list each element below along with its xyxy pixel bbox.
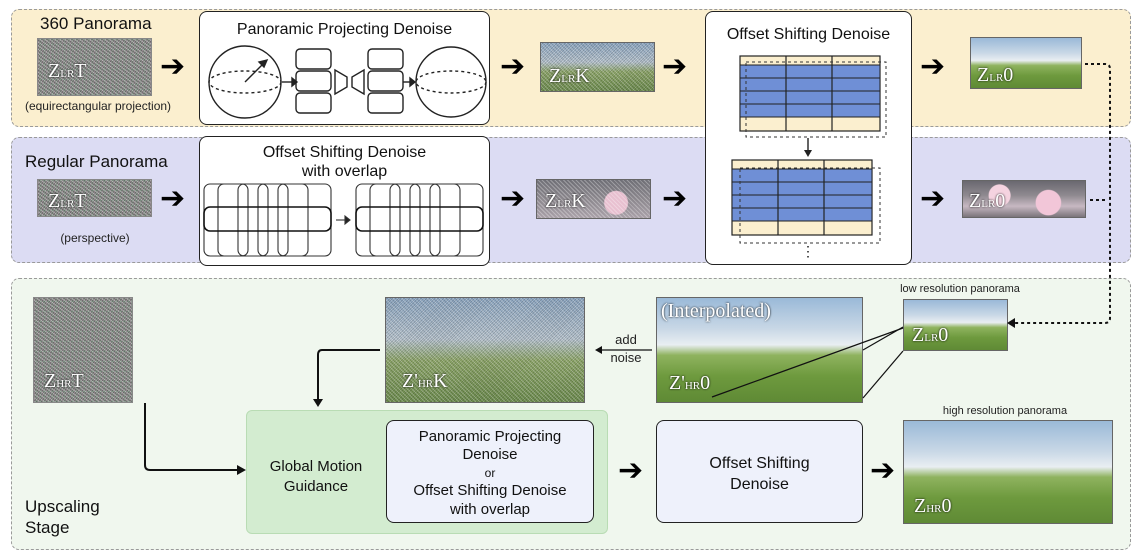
ppd-line-4: with overlap <box>449 501 531 518</box>
gmg-label-1: Global Motion <box>269 458 363 475</box>
osd-hr-line-1: Offset Shifting <box>709 455 810 472</box>
caption-equirect: (equirectangular projection) <box>24 99 172 113</box>
latent-label: ZLR0 <box>977 64 1014 86</box>
upscaling-line-1: Upscaling <box>25 497 100 516</box>
right-arrow-icon: ➔ <box>920 182 946 215</box>
offset-shifting-denoise-box: Offset Shifting Denoise ⋮ <box>705 11 912 265</box>
right-arrow-icon: ➔ <box>920 50 946 83</box>
noise-input-regular: ZLRT <box>37 179 152 217</box>
projecting-denoise-box: Panoramic Projecting Denoise <box>199 11 490 125</box>
high-res-panorama: ZHR0 <box>903 420 1113 524</box>
ppd-line-3: Offset Shifting Denoise <box>413 482 567 499</box>
output-regular: ZLR0 <box>962 180 1086 218</box>
right-arrow-icon: ➔ <box>160 182 186 215</box>
offset-overlap-box: Offset Shifting Denoise with overlap <box>199 136 490 266</box>
right-arrow-icon: ➔ <box>500 50 526 83</box>
offset-shifting-title: Offset Shifting Denoise <box>726 26 891 43</box>
interpolated-label: (Interpolated) <box>661 300 771 322</box>
gmg-label-2: Guidance <box>283 478 349 495</box>
unet-icon <box>208 45 487 119</box>
latent-label: ZLR0 <box>969 190 1006 212</box>
offset-overlap-title-2: with overlap <box>301 163 388 180</box>
latent-label: ZHR0 <box>914 495 952 517</box>
right-arrow-icon: ➔ <box>160 50 186 83</box>
latent-label: ZLRT <box>48 190 87 212</box>
noisy-latent-regular: ZLRK <box>536 179 651 219</box>
osd-hr-line-2: Denoise <box>730 476 789 493</box>
ppd-or-osd-box: Panoramic Projecting Denoise or Offset S… <box>386 420 594 523</box>
row-label-regular: Regular Panorama <box>25 152 168 171</box>
latent-label: ZHRT <box>44 370 84 392</box>
grid-shift-icon <box>731 55 887 244</box>
right-arrow-icon: ➔ <box>500 182 526 215</box>
upscaling-stage-label: Upscaling Stage <box>25 496 100 538</box>
latent-label: Z'HRK <box>402 370 448 392</box>
add-noise-label-1: add <box>615 332 637 347</box>
high-res-caption: high resolution panorama <box>942 405 1068 417</box>
overlap-window-icon <box>203 183 484 257</box>
ppd-line-2: Denoise <box>462 446 518 463</box>
right-arrow-icon: ➔ <box>618 454 644 487</box>
ppd-or: or <box>484 466 496 480</box>
ppd-line-1: Panoramic Projecting <box>418 428 562 445</box>
interpolated-panorama: (Interpolated) Z'HR0 <box>656 297 863 403</box>
noisy-latent-360: ZLRK <box>540 42 655 92</box>
latent-label: ZLRK <box>545 190 586 212</box>
ellipsis-icon: ⋮ <box>801 243 815 259</box>
output-360: ZLR0 <box>970 37 1082 89</box>
right-arrow-icon: ➔ <box>662 50 688 83</box>
right-arrow-icon: ➔ <box>662 182 688 215</box>
latent-label: ZLRK <box>549 65 590 87</box>
noise-input-hr: ZHRT <box>33 297 133 403</box>
latent-label: ZLR0 <box>912 324 949 346</box>
right-arrow-icon: ➔ <box>870 454 896 487</box>
caption-perspective: (perspective) <box>60 231 130 245</box>
noise-input-360: ZLRT <box>37 38 152 96</box>
low-res-panorama: ZLR0 <box>903 299 1008 351</box>
offset-overlap-title-1: Offset Shifting Denoise <box>262 144 427 161</box>
low-res-caption: low resolution panorama <box>900 283 1020 295</box>
noisy-latent-hr: Z'HRK <box>385 297 585 403</box>
upscaling-line-2: Stage <box>25 518 70 537</box>
add-noise-label-2: noise <box>610 350 642 365</box>
offset-shifting-hr-box: Offset Shifting Denoise <box>656 420 863 523</box>
projecting-denoise-title: Panoramic Projecting Denoise <box>236 21 453 38</box>
row-label-360: 360 Panorama <box>40 14 152 33</box>
latent-label: Z'HR0 <box>669 372 711 394</box>
latent-label: ZLRT <box>48 60 87 82</box>
